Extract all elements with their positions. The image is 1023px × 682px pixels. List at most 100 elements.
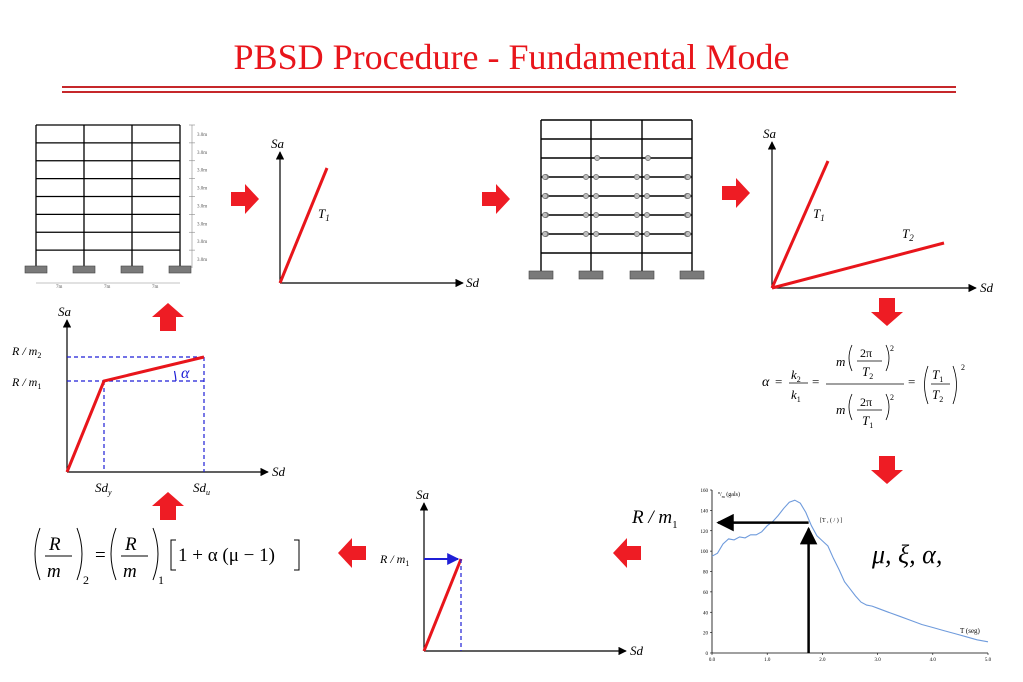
svg-text:T2: T2: [862, 364, 873, 381]
plastic-hinge: [542, 231, 548, 237]
plastic-hinge: [644, 193, 650, 199]
svg-text:R / m1: R / m1: [379, 552, 409, 568]
spectrum-y-tick-label: 120: [701, 530, 709, 535]
frame1-bay-width: 7m: [56, 285, 63, 290]
bracket-term: 1 + α (μ − 1): [178, 545, 275, 566]
parameters-label: μ, ξ, α,: [871, 540, 942, 569]
spectrum-curve: [711, 499, 989, 643]
spectrum-y-tick-label: 140: [701, 509, 709, 514]
svg-text:2: 2: [890, 344, 894, 353]
plastic-hinge: [685, 212, 691, 218]
spectrum-xlabel: T (seg): [960, 627, 981, 635]
svg-text:Sdy: Sdy: [95, 480, 112, 497]
red-arrow-right-3: [722, 178, 750, 208]
spectrum-x-tick-label: 1.0: [764, 658, 771, 663]
red-arrow-left-2: [338, 538, 366, 568]
update-formula: R m 2 = R m 1 1 + α (μ − 1): [34, 527, 300, 587]
title-rule-bottom: [62, 91, 956, 93]
svg-text:T2: T2: [902, 226, 914, 243]
svg-text:T2: T2: [932, 387, 943, 404]
svg-text:k2: k2: [791, 367, 801, 384]
red-arrow-right-1: [231, 184, 259, 214]
red-arrow-down-2: [871, 456, 903, 484]
elastic-line-label: T: [318, 206, 326, 221]
svg-text:R / m1: R / m1: [11, 375, 41, 391]
frame-damaged: [528, 119, 705, 280]
red-arrow-right-2: [482, 184, 510, 214]
damaged-ylabel: Sa: [763, 126, 777, 141]
frame2-support: [578, 270, 604, 280]
bilinear-y-label-2: R / m: [11, 344, 38, 358]
svg-text:2: 2: [83, 573, 89, 587]
frame1-support: [120, 265, 144, 274]
plastic-hinge: [583, 193, 589, 199]
damaged-line1-label: T: [813, 206, 821, 221]
frame1-story-height: 3.0m: [197, 204, 207, 209]
svg-text:1: 1: [158, 573, 164, 587]
spectrum-y-tick-label: 20: [703, 632, 709, 637]
frame1-story-height: 3.0m: [197, 222, 207, 227]
title-rule-top: [62, 86, 956, 88]
plastic-hinge: [593, 231, 599, 237]
spectrum-y-tick-label: 160: [701, 489, 709, 494]
bilinear-y-label-1: R / m: [11, 375, 38, 389]
plastic-hinge: [634, 212, 640, 218]
frame1-story-height: 3.0m: [197, 133, 207, 138]
frame2-support: [629, 270, 655, 280]
plastic-hinge: [542, 174, 548, 180]
red-arrow-up-1: [152, 492, 184, 520]
small-y-label: R / m: [379, 552, 406, 566]
plastic-hinge: [593, 193, 599, 199]
plastic-hinge: [593, 212, 599, 218]
svg-text:2: 2: [961, 363, 965, 372]
svg-text:m: m: [47, 561, 61, 582]
svg-text:m: m: [836, 354, 845, 369]
bilinear-chart: Sa Sd R / m2 R / m1 α Sdy Sdu: [11, 304, 286, 497]
spectrum-marker-label: [T , ( / ) ]: [820, 517, 842, 524]
spectrum-y-tick-label: 40: [703, 611, 709, 616]
spectrum-x-tick-label: 4.0: [930, 658, 937, 663]
svg-text:m: m: [836, 402, 845, 417]
svg-text:R: R: [48, 534, 61, 555]
svg-text:2π: 2π: [860, 395, 872, 409]
damaged-xlabel: Sd: [980, 280, 994, 295]
elastic-xlabel: Sd: [466, 275, 480, 290]
plastic-hinge: [644, 231, 650, 237]
plastic-hinge: [593, 174, 599, 180]
svg-text:=: =: [95, 545, 106, 566]
spectrum-y-tick-label: 60: [703, 591, 709, 596]
small-ylabel: Sa: [416, 487, 430, 502]
frame1-story-height: 3.0m: [197, 240, 207, 245]
spectrum-x-tick-label: 0.0: [709, 658, 716, 663]
svg-text:n/m (gals): n/m (gals): [718, 490, 740, 499]
plastic-hinge: [685, 193, 691, 199]
frame1-story-height: 3.0m: [197, 187, 207, 192]
svg-text:=: =: [908, 374, 915, 389]
elastic-ylabel: Sa: [271, 136, 285, 151]
small-chart: Sa Sd R / m1: [379, 487, 644, 658]
frame1-story-height: 3.0m: [197, 258, 207, 263]
plastic-hinge: [634, 193, 640, 199]
spectrum-x-tick-label: 5.0: [985, 658, 992, 663]
plastic-hinge: [685, 231, 691, 237]
svg-text:k1: k1: [791, 387, 801, 404]
spectrum-y-tick-label: 100: [701, 550, 709, 555]
elastic-chart: Sa Sd T1: [271, 136, 480, 290]
svg-text:T1: T1: [813, 206, 825, 223]
frame1-story-height: 3.0m: [197, 151, 207, 156]
plastic-hinge: [644, 174, 650, 180]
svg-text:=: =: [775, 374, 782, 389]
svg-text:T1: T1: [932, 367, 943, 384]
spectrum-x-tick-label: 3.0: [874, 658, 881, 663]
plastic-hinge: [583, 212, 589, 218]
bilinear-x-label-y: Sd: [95, 480, 109, 495]
plastic-hinge: [583, 174, 589, 180]
angle-alpha: α: [181, 365, 190, 382]
frame1-bay-width: 7m: [104, 285, 111, 290]
plastic-hinge: [542, 193, 548, 199]
spectrum-y-tick-label: 0: [706, 652, 709, 657]
frame2-support: [679, 270, 705, 280]
damaged-line2-label: T: [902, 226, 910, 241]
